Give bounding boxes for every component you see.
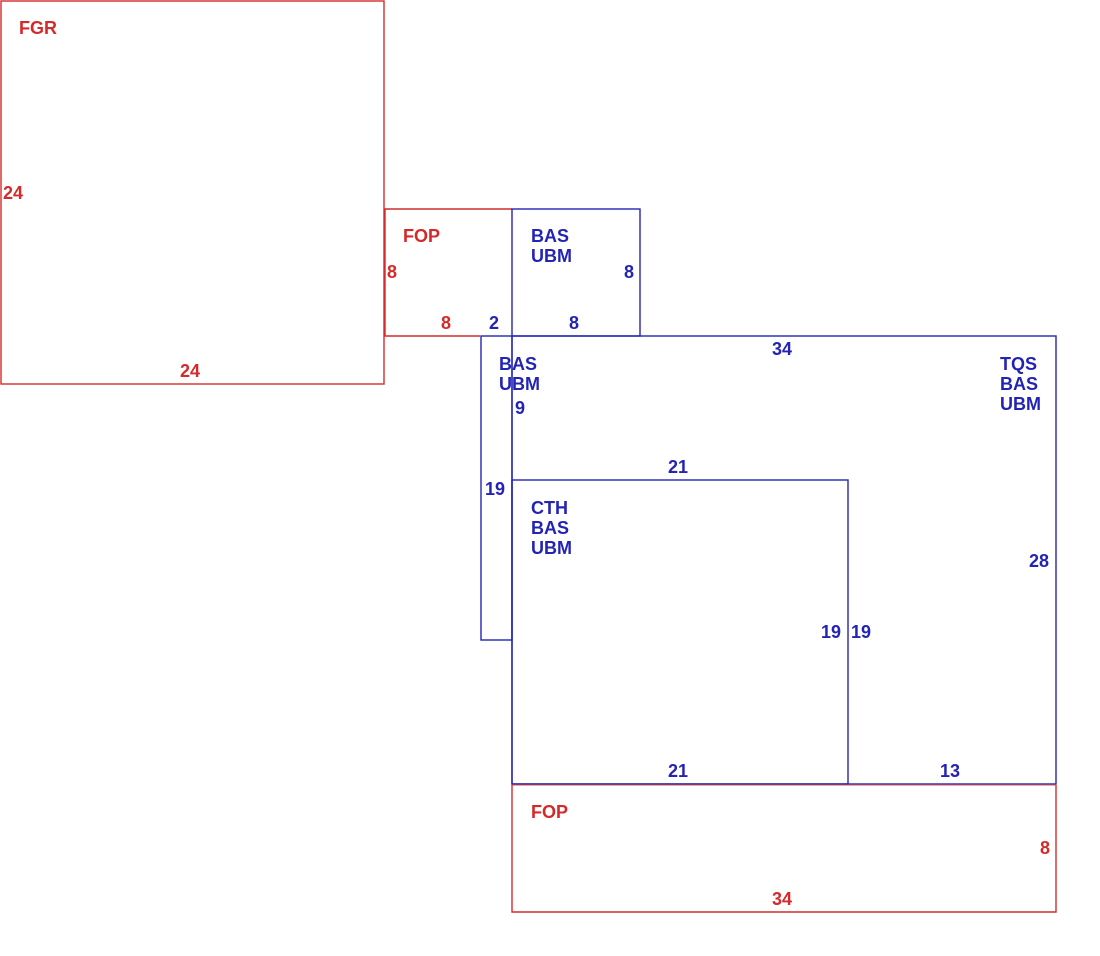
area-bas-ubm-top: BAS UBM 8 8 bbox=[511, 208, 641, 337]
area-tqs-main-dim-inner-right: 19 bbox=[851, 622, 871, 642]
area-fgr-dim-left: 24 bbox=[3, 183, 23, 203]
area-fop-top-dim-bottom: 8 bbox=[441, 313, 451, 333]
area-fop-bottom-dim-bottom: 34 bbox=[772, 889, 792, 909]
area-cth-dim-right: 19 bbox=[821, 622, 841, 642]
area-cth-code-1: CTH bbox=[531, 498, 568, 518]
area-bas-ubm-narrow-dim-inner: 9 bbox=[515, 398, 525, 418]
area-fop-top-outline bbox=[384, 208, 512, 337]
area-fop-bottom-dim-right: 8 bbox=[1040, 838, 1050, 858]
area-cth-outline bbox=[511, 479, 849, 785]
area-cth-dim-top: 21 bbox=[668, 457, 688, 477]
area-tqs-main-outline bbox=[511, 335, 1057, 785]
area-tqs-main-code-3: UBM bbox=[1000, 394, 1041, 414]
area-bas-ubm-narrow: 2 BAS UBM 9 19 bbox=[480, 313, 540, 641]
area-bas-ubm-top-dim-bottom: 8 bbox=[569, 313, 579, 333]
area-tqs-main-dim-top: 34 bbox=[772, 339, 792, 359]
area-bas-ubm-top-code-2: UBM bbox=[531, 246, 572, 266]
area-fgr-code: FGR bbox=[19, 18, 57, 38]
area-bas-ubm-narrow-code-2: UBM bbox=[499, 374, 540, 394]
area-tqs-main-dim-bottom-right: 13 bbox=[940, 761, 960, 781]
area-fop-top: FOP 8 8 bbox=[384, 208, 512, 337]
area-cth-dim-bottom: 21 bbox=[668, 761, 688, 781]
area-bas-ubm-narrow-dim-top: 2 bbox=[489, 313, 499, 333]
area-bas-ubm-narrow-dim-left: 19 bbox=[485, 479, 505, 499]
area-cth: 21 CTH BAS UBM 19 21 bbox=[511, 457, 849, 785]
area-cth-code-3: UBM bbox=[531, 538, 572, 558]
area-fgr: FGR 24 24 bbox=[0, 0, 385, 385]
area-fop-bottom-outline bbox=[511, 785, 1057, 913]
area-fop-top-dim-left: 8 bbox=[387, 262, 397, 282]
area-tqs-main: 34 TQS BAS UBM 28 19 13 bbox=[511, 335, 1057, 785]
area-cth-code-2: BAS bbox=[531, 518, 569, 538]
area-tqs-main-code-1: TQS bbox=[1000, 354, 1037, 374]
area-fop-bottom: FOP 8 34 bbox=[511, 784, 1057, 913]
area-fgr-dim-bottom: 24 bbox=[180, 361, 200, 381]
area-bas-ubm-top-code-1: BAS bbox=[531, 226, 569, 246]
area-fop-bottom-code: FOP bbox=[531, 802, 568, 822]
area-fgr-outline bbox=[0, 0, 385, 385]
area-fop-top-code: FOP bbox=[403, 226, 440, 246]
area-tqs-main-dim-right: 28 bbox=[1029, 551, 1049, 571]
area-bas-ubm-narrow-code-1: BAS bbox=[499, 354, 537, 374]
area-bas-ubm-top-dim-right: 8 bbox=[624, 262, 634, 282]
area-tqs-main-code-2: BAS bbox=[1000, 374, 1038, 394]
